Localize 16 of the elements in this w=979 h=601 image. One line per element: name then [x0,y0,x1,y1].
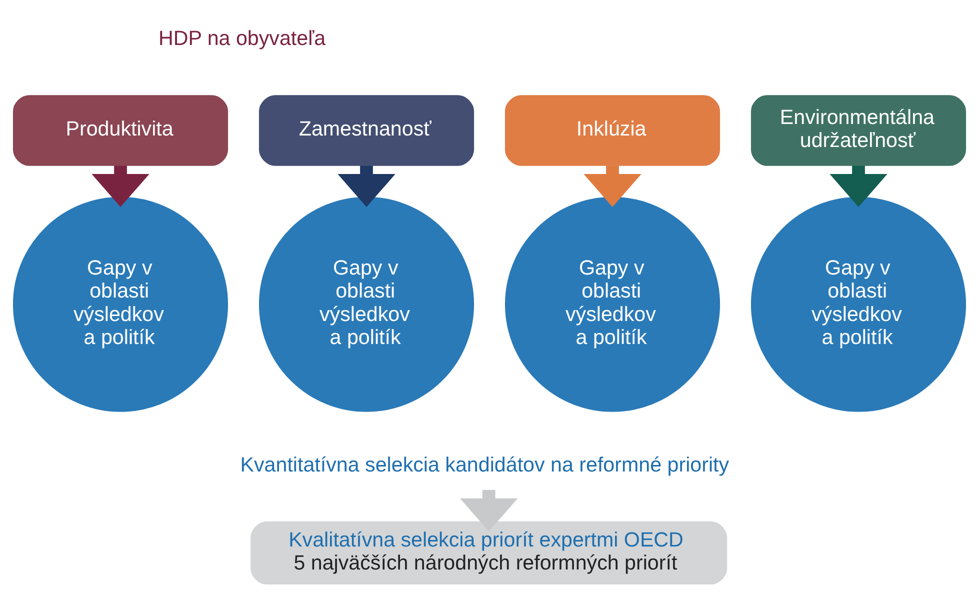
node-box: Zamestnanosť [258,95,474,166]
node-box: Environmentálna udržateľnosť [750,95,966,166]
node-box: Produktivita [12,95,228,166]
arrow [92,166,150,207]
node-circle: Gapy v oblasti výsledkov a politík [12,196,228,412]
node-text: Kvantitatívna selekcia kandidátov na reformné priority [240,454,730,477]
node-box: Inklúzia [504,95,720,166]
node-circle: Gapy v oblasti výsledkov a politík [750,196,966,412]
arrow [830,166,888,207]
label: HDP na obyvateľa [158,27,326,50]
arrow [584,166,642,207]
node-circle: Gapy v oblasti výsledkov a politík [504,196,720,412]
arrow [338,166,396,207]
node-box: Kvalitatívna selekcia priorít expertmi OECD 5 najväčších národných reformných priorít [250,521,728,584]
arrow [460,490,518,532]
node-circle: Gapy v oblasti výsledkov a politík [258,196,474,412]
